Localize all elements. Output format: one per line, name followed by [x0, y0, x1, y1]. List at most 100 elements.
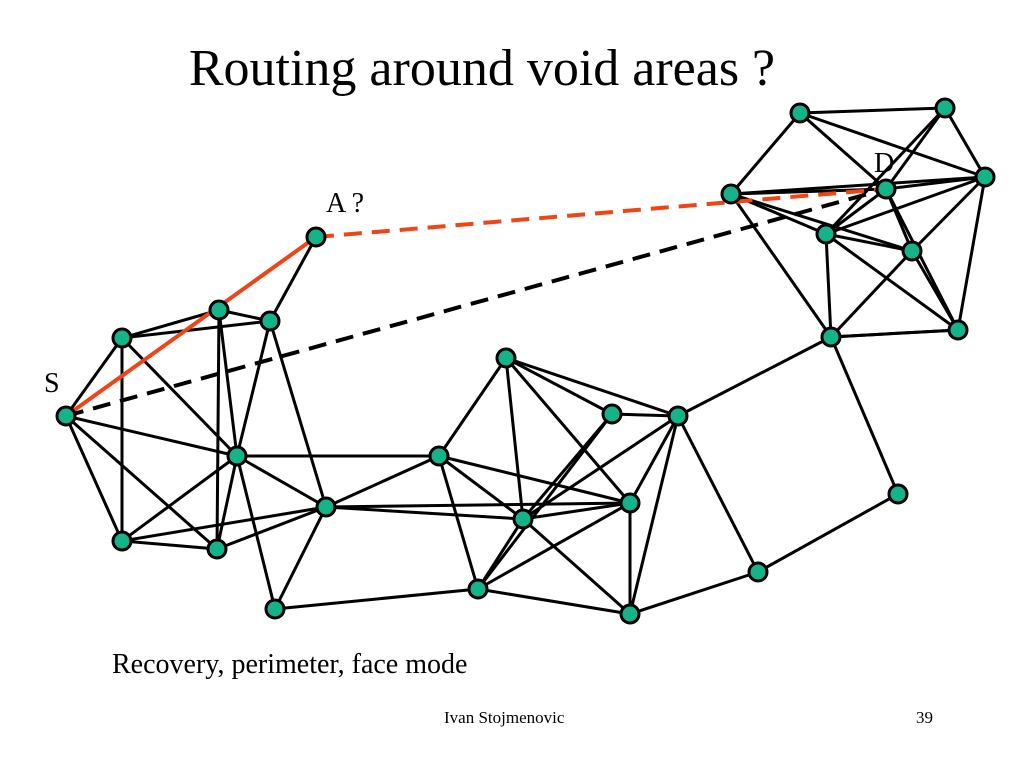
graph-edge	[477, 501, 631, 591]
graph-edge	[438, 454, 631, 505]
graph-edge	[628, 415, 680, 504]
graph-edge	[628, 415, 680, 615]
graph-edge	[799, 111, 986, 179]
graph-edge	[217, 309, 239, 457]
graph-edge	[884, 188, 960, 331]
graph-edge	[273, 506, 328, 610]
label-query-node: A ?	[326, 188, 364, 219]
graph-edge	[676, 415, 760, 573]
graph-edge	[65, 414, 238, 458]
graph-edge	[216, 505, 327, 551]
graph-node	[428, 445, 450, 467]
graph-edge	[268, 320, 328, 508]
graph-edge	[215, 309, 221, 550]
graph-edge	[943, 107, 987, 178]
graph-node	[111, 530, 133, 552]
graph-node	[206, 538, 228, 560]
graph-edge	[236, 454, 327, 509]
graph-edge	[121, 539, 218, 551]
page-number: 39	[916, 708, 933, 727]
graph-edge	[910, 175, 987, 253]
graph-edge	[476, 518, 525, 590]
graph-node	[208, 299, 230, 321]
label-source: S	[44, 368, 60, 399]
slide-caption: Recovery, perimeter, face mode	[112, 649, 468, 680]
graph-edge	[504, 357, 525, 520]
graph-edge	[629, 570, 759, 616]
graph-edge	[611, 412, 679, 418]
graph-node	[619, 603, 641, 625]
graph-edge	[757, 492, 899, 574]
graph-node	[259, 310, 281, 332]
graph-edge	[235, 320, 272, 457]
graph-node	[901, 240, 923, 262]
graph-node	[264, 598, 286, 620]
graph-node	[815, 223, 837, 245]
graph-edge	[885, 175, 986, 191]
graph-node	[495, 347, 517, 369]
greedy-path-segment	[64, 235, 318, 418]
graph-edge	[274, 587, 479, 611]
graph-edge	[829, 336, 900, 495]
graph-edge	[730, 192, 913, 253]
graph-edge	[476, 413, 614, 590]
direct-line-dashed	[65, 187, 887, 418]
graph-node	[820, 326, 842, 348]
graph-edge	[325, 505, 524, 521]
graph-node	[55, 405, 77, 427]
graph-edge	[477, 587, 631, 616]
graph-node	[601, 403, 623, 425]
graph-edge	[121, 319, 271, 340]
graph-edge	[884, 107, 947, 190]
graph-edge	[215, 455, 239, 550]
graph-node	[619, 492, 641, 514]
graph-edge	[121, 505, 327, 543]
graph-edge	[677, 335, 832, 418]
graph-edge	[956, 176, 987, 331]
graph-edge	[121, 454, 238, 543]
label-destination: D	[874, 148, 894, 179]
graph-node	[947, 319, 969, 341]
graph-edge	[824, 233, 833, 338]
greedy-path-dashed	[315, 187, 887, 239]
graph-edge	[729, 193, 833, 338]
graph-edge	[825, 187, 887, 236]
graph-edge	[522, 414, 679, 521]
graph-edge	[65, 414, 218, 551]
graph-nodes	[55, 97, 996, 625]
graph-edge	[325, 501, 631, 509]
graph-node	[974, 166, 996, 188]
graph-edge	[438, 454, 524, 521]
graph-edge	[825, 232, 913, 253]
graph-edge	[505, 356, 679, 418]
graph-edge	[522, 501, 631, 521]
graph-node	[467, 578, 489, 600]
graph-edge	[325, 454, 440, 509]
graph-edge	[884, 188, 914, 252]
graph-node	[305, 226, 327, 248]
graph-edge	[729, 112, 802, 195]
graph-node	[720, 183, 742, 205]
slide-title: Routing around void areas ?	[188, 40, 776, 97]
graph-edge	[825, 175, 986, 236]
graph-edge	[825, 232, 959, 332]
graph-node	[226, 445, 248, 467]
graph-edge	[64, 415, 124, 542]
graph-edge	[268, 236, 318, 322]
graph-node	[512, 508, 534, 530]
graph-edge	[730, 175, 986, 196]
graph-edge	[505, 356, 613, 416]
footer-author: Ivan Stojmenovic	[444, 708, 565, 727]
graph-edge	[829, 249, 914, 339]
graph-edge	[824, 106, 947, 236]
graph-edge	[437, 455, 480, 590]
graph-edge	[504, 357, 632, 504]
graph-node	[667, 405, 689, 427]
graph-edge	[437, 357, 508, 457]
graph-node	[315, 496, 337, 518]
graph-node	[875, 178, 897, 200]
route-lines	[64, 187, 887, 418]
graph-edge	[830, 328, 959, 339]
graph-edges	[64, 106, 987, 616]
